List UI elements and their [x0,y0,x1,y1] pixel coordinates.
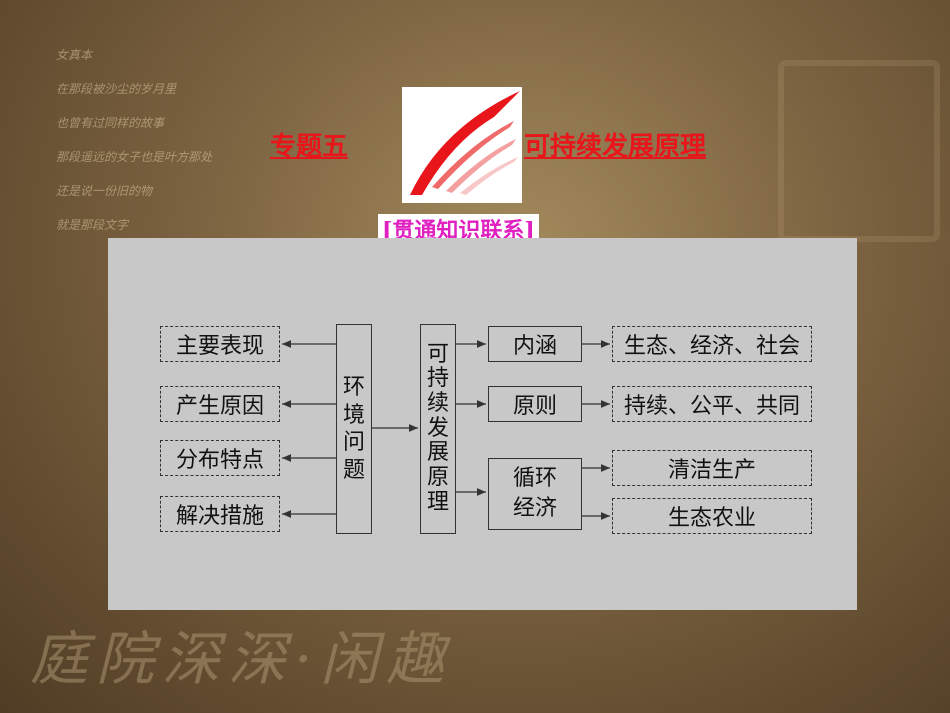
sust-char: 原 [426,464,449,490]
circular-line: 循环 [512,466,557,492]
title-left: 专题五 [270,132,349,162]
sust-char: 续 [426,391,449,417]
right-item-eco-econ-social: 生态、经济、社会 [612,326,812,362]
sust-char: 理 [426,489,449,515]
env-char: 境 [342,402,365,428]
background-poem: 女真本 在那段被沙尘的岁月里 也曾有过同样的故事 那段遥远的女子也是叶方那处 还… [56,38,212,242]
sust-char: 持 [426,366,449,392]
right-item-principles: 持续、公平、共同 [612,386,812,422]
logo-icon [402,87,522,203]
mid-item-principles: 原则 [488,386,582,422]
mid-item-circular-economy: 循环 经济 [488,458,582,530]
env-char: 环 [342,375,365,400]
poem-line: 也曾有过同样的故事 [56,116,165,130]
left-item-solutions: 解决措施 [160,496,280,532]
poem-line: 那段遥远的女子也是叶方那处 [56,150,213,164]
decorative-seal [778,60,940,242]
env-char: 题 [342,457,365,483]
sust-char: 发 [426,415,449,441]
background-watermark: 庭院深深·闲趣 [30,625,453,693]
left-item-main-performance: 主要表现 [160,326,280,362]
env-char: 问 [342,430,365,455]
sustainable-box: 可 持 续 发 展 原 理 [420,324,456,534]
left-item-distribution: 分布特点 [160,440,280,476]
poem-line: 还是说一份旧的物 [56,184,153,198]
env-problem-box: 环 境 问 题 [336,324,372,534]
right-item-clean-production: 清洁生产 [612,450,812,486]
poem-line: 就是那段文字 [56,218,129,232]
sust-char: 可 [426,341,449,367]
poem-line: 在那段被沙尘的岁月里 [56,82,177,96]
left-item-causes: 产生原因 [160,386,280,422]
poem-line: 女真本 [56,48,93,62]
right-item-eco-agriculture: 生态农业 [612,498,812,534]
circular-line: 经济 [512,496,557,521]
diagram-panel: 主要表现 产生原因 分布特点 解决措施 环 境 问 题 可 持 续 发 展 原 … [108,238,857,610]
sust-char: 展 [426,440,449,466]
mid-item-connotation: 内涵 [488,326,582,362]
connector-lines [282,340,610,520]
title-right: 可持续发展原理 [524,132,707,162]
